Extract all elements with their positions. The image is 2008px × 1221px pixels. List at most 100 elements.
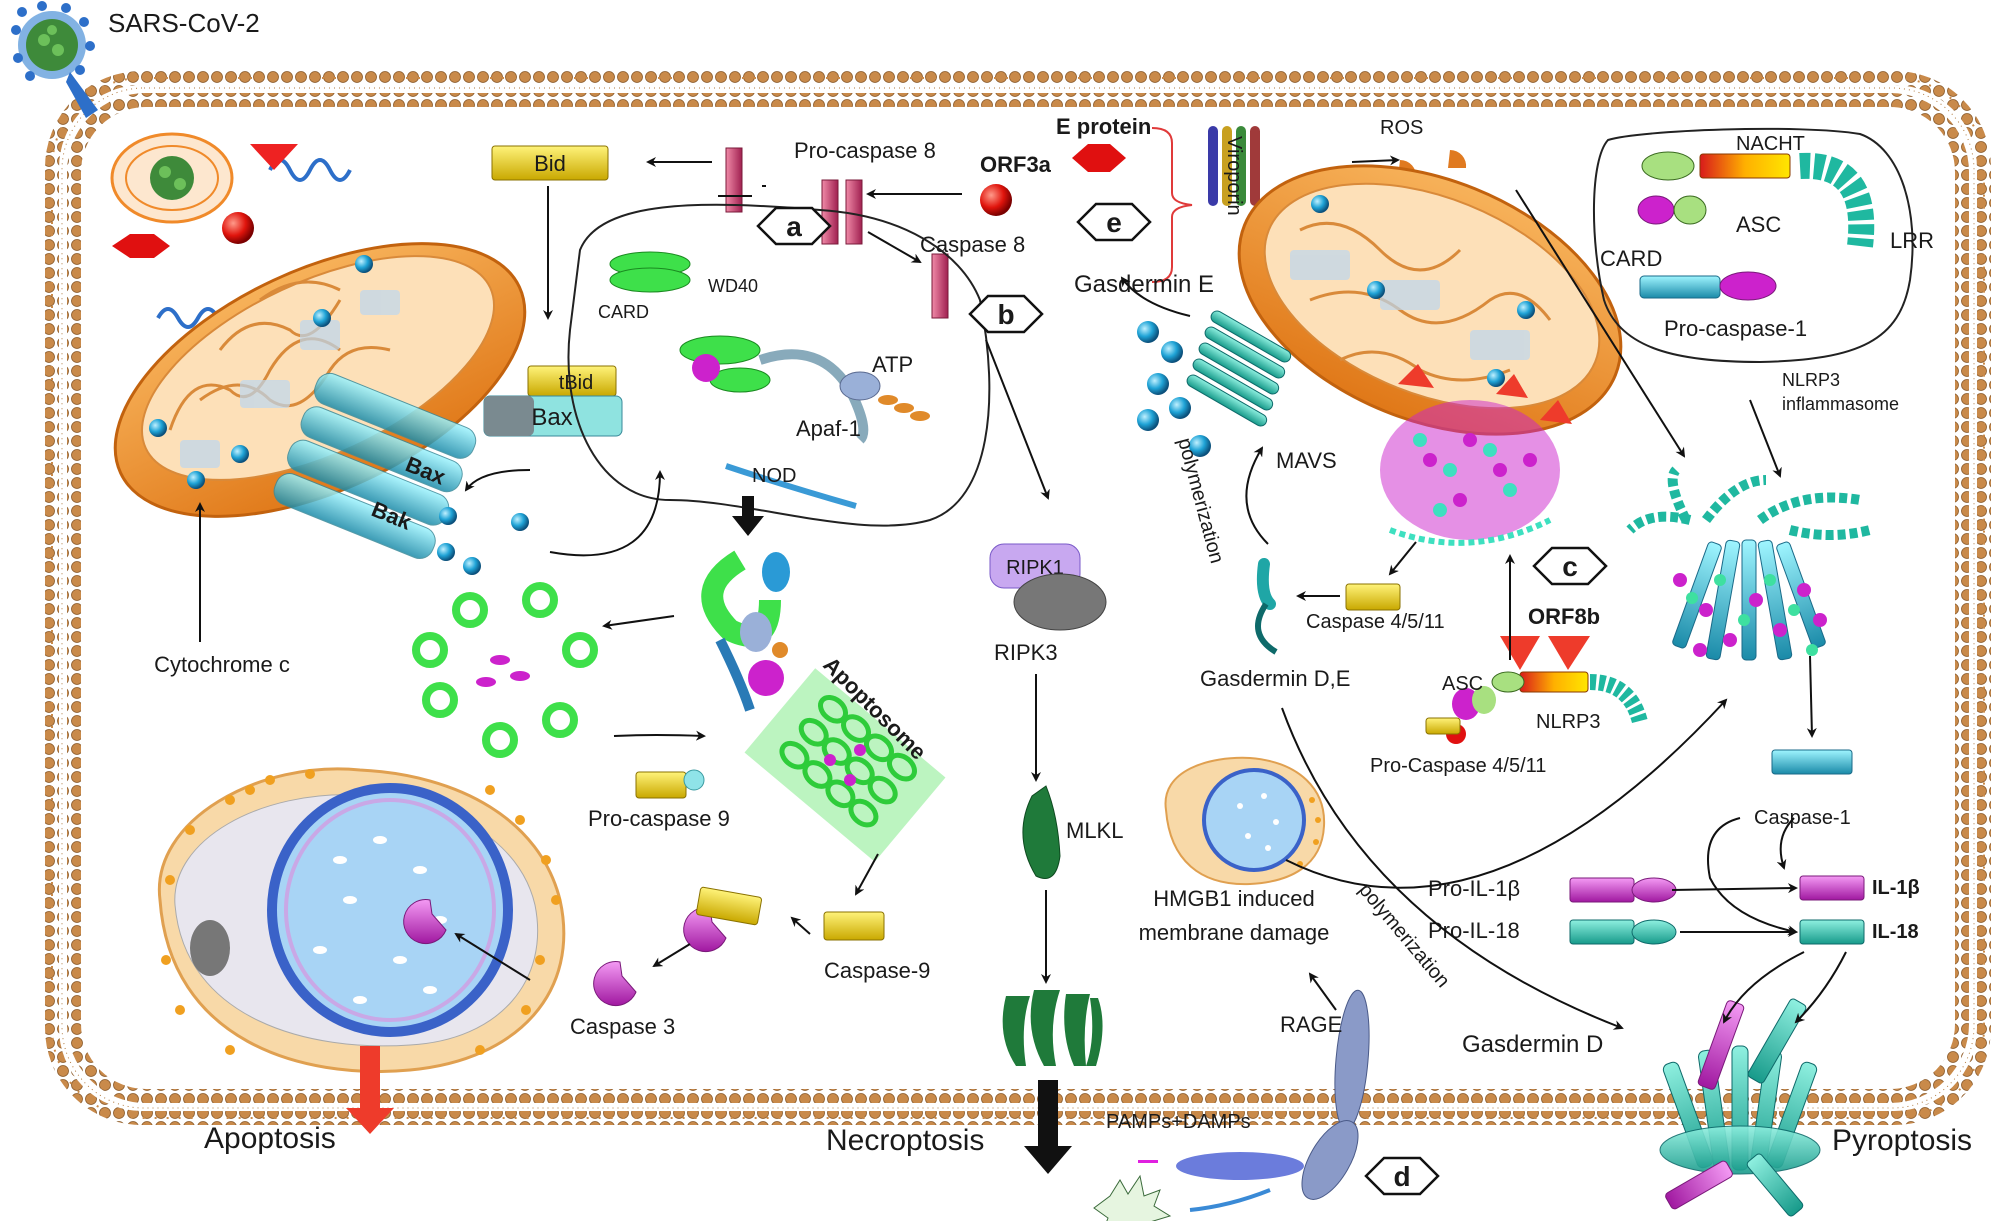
mitochondrion-right-icon	[1237, 164, 1623, 436]
caspase9-active-complex-icon	[683, 886, 762, 953]
orf8b-label: ORF8b	[1528, 604, 1600, 629]
bax-box	[483, 395, 623, 437]
caspase4511-label: Caspase 4/5/11	[1306, 611, 1445, 633]
pamps-damps-label: PAMPs+DAMPs	[1106, 1111, 1251, 1133]
e-protein-bracket-icon	[1151, 127, 1193, 283]
nlrp3-inflammasome-parts-icon	[1637, 151, 1875, 301]
asc-nlrp3-label: ASC	[1442, 673, 1483, 695]
cytochrome-c-release-icon	[437, 507, 529, 575]
svg-text:c: c	[1562, 551, 1578, 582]
ripk1-label: RIPK1	[1006, 557, 1064, 579]
pro-il18-icon	[1569, 919, 1677, 945]
svg-text:d: d	[1393, 1161, 1410, 1192]
orf3a-icon	[980, 184, 1012, 216]
card-legend-label: CARD	[1600, 246, 1662, 271]
cell-membrane	[45, 71, 1991, 1125]
procaspase9-label: Pro-caspase 9	[588, 806, 730, 831]
panel-label-d: d	[1364, 1156, 1440, 1196]
svg-text:a: a	[786, 211, 802, 242]
mlkl-label: MLKL	[1066, 818, 1123, 843]
apaf1-monomer-icon	[701, 550, 790, 712]
bid-box	[491, 145, 609, 181]
gasdermin-e-pore-icon	[1137, 310, 1292, 457]
mavs-label: MAVS	[1276, 448, 1337, 473]
apaf1-label: Apaf-1	[796, 416, 861, 441]
pro-il1b-label: Pro-IL-1β	[1428, 876, 1520, 901]
ros-label: ROS	[1380, 117, 1423, 139]
viroporin-icon	[1208, 126, 1260, 206]
tbid-label: tBid	[559, 372, 593, 394]
svg-text:e: e	[1106, 207, 1122, 238]
apoptosis-outcome-label: Apoptosis	[204, 1122, 336, 1155]
panel-label-b: b	[968, 294, 1044, 334]
card-apaf-label: CARD	[598, 302, 649, 322]
gasdermin-d-pore-icon	[1659, 998, 1821, 1217]
hmgb1-label-line2: membrane damage	[1139, 920, 1330, 945]
e-protein-label: E protein	[1056, 114, 1151, 139]
lrr-label: LRR	[1890, 228, 1934, 253]
nlrp3-inflammasome-label-line2: inflammasome	[1782, 394, 1899, 414]
gasdermin-e-label: Gasdermin E	[1074, 271, 1214, 298]
necroptosis-outcome-label: Necroptosis	[826, 1124, 984, 1157]
nlrp3-label: NLRP3	[1536, 711, 1600, 733]
caspase1-active-icon	[1771, 749, 1853, 775]
ripk3-icon	[1013, 573, 1107, 631]
atp-label: ATP	[872, 352, 913, 377]
il1b-icon	[1799, 875, 1865, 901]
apoptosome-icon	[744, 668, 946, 862]
caspase4511-icon	[1345, 583, 1401, 611]
pathway-arrows	[454, 155, 1847, 1030]
bid-label: Bid	[534, 151, 566, 176]
mlkl-icon	[1022, 785, 1061, 879]
thick-arrow-down-icon	[732, 496, 764, 536]
bax-box-label: Bax	[531, 404, 572, 431]
nacht-label: NACHT	[1736, 133, 1805, 155]
polymerization-label-1: polymerization	[1173, 436, 1228, 566]
caspase9-icon	[823, 911, 885, 941]
il1b-label: IL-1β	[1872, 877, 1920, 899]
gasdermin-d-label: Gasdermin D	[1462, 1031, 1603, 1058]
procaspase9-icon	[635, 769, 705, 799]
asc-legend-label: ASC	[1736, 212, 1781, 237]
internalized-virus-icon	[110, 132, 352, 329]
assembled-inflammasome-icon	[1626, 466, 1872, 661]
apaf1-heptamer-icon	[412, 582, 598, 758]
procaspase1-label: Pro-caspase-1	[1664, 316, 1807, 341]
mavs-nlrp3-aggregate-icon	[1380, 364, 1572, 546]
procaspase4511-label: Pro-Caspase 4/5/11	[1370, 755, 1546, 777]
il18-icon	[1799, 919, 1865, 945]
apoptotic-cell-icon	[157, 767, 566, 1073]
e-protein-icon	[1072, 144, 1126, 172]
caspase9-label: Caspase-9	[824, 958, 930, 983]
necroptosis-outcome-arrow-icon	[1024, 1080, 1072, 1174]
hmgb1-damaged-cell-icon	[1164, 756, 1326, 886]
virus-label: SARS-CoV-2	[108, 8, 260, 38]
apaf1-region-outline	[567, 203, 991, 527]
nlrp3-inflammasome-label-line1: NLRP3	[1782, 370, 1840, 390]
mlkl-pore-icon	[1002, 990, 1103, 1066]
il18-label: IL-18	[1872, 921, 1919, 943]
caspase3-icon	[593, 961, 637, 1007]
caspase1-label: Caspase-1	[1754, 807, 1851, 829]
nlrp3-legend-outline	[1592, 127, 1914, 364]
rage-receptor-icon	[1301, 989, 1370, 1200]
pro-il1b-icon	[1569, 877, 1677, 903]
panel-label-e: e	[1076, 202, 1152, 242]
caspase8-label: Caspase 8	[920, 232, 1025, 257]
bax-bak-pore-icon	[273, 372, 477, 559]
hmgb1-label-line1: HMGB1 induced	[1153, 886, 1314, 911]
panel-label-c: c	[1532, 546, 1608, 586]
procaspase8-label: Pro-caspase 8	[794, 138, 936, 163]
viroporin-label: Viroporin	[1223, 136, 1245, 216]
orf3a-label: ORF3a	[980, 152, 1052, 177]
apoptosis-outcome-arrow-icon	[346, 1046, 394, 1134]
gasdermin-de-icon	[1255, 558, 1278, 655]
gasdermin-de-label: Gasdermin D,E	[1200, 666, 1350, 691]
pro-il18-label: Pro-IL-18	[1428, 918, 1520, 943]
nod-label: NOD	[752, 465, 796, 487]
caspase3-label: Caspase 3	[570, 1014, 675, 1039]
cytochrome-c-label: Cytochrome c	[154, 652, 290, 677]
apaf1-wd40-icon	[609, 251, 930, 509]
sars-cov-2-virion-icon	[11, 1, 98, 118]
